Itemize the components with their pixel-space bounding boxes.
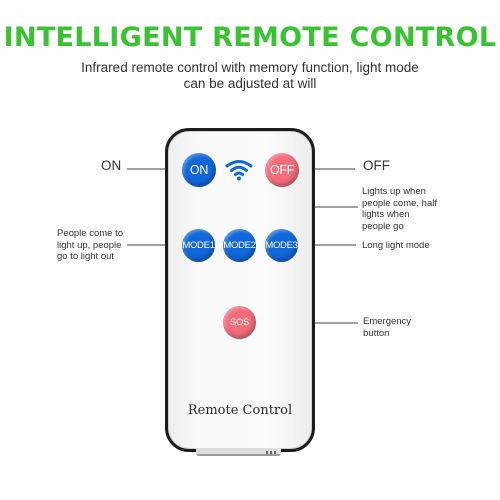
mode2-button[interactable]: MODE2 [223,229,256,262]
remote-port-dot [274,451,276,454]
label-off: OFF [363,158,390,173]
label-mode2: Lights up when people come, half lights … [362,186,437,232]
sos-button[interactable]: SOS [223,306,256,339]
label-on: ON [101,158,122,173]
mode3-button[interactable]: MODE3 [265,229,298,262]
remote-brand-text: Remote Control [187,403,293,418]
wifi-signal-icon [225,160,253,181]
label-mode3: Long light mode [362,240,430,251]
label-sos: Emergency button [363,316,412,339]
remote-bottom-edge [196,448,281,456]
off-button[interactable]: OFF [265,153,299,187]
subtitle: Infrared remote control with memory func… [81,60,419,91]
remote-port-dot [266,451,268,454]
label-mode1: People come to light up, people go to li… [57,228,124,262]
headline: INTELLIGENT REMOTE CONTROL [3,22,497,53]
remote-port-dot [270,451,272,454]
on-button[interactable]: ON [182,153,216,187]
mode1-button[interactable]: MODE1 [182,229,215,262]
